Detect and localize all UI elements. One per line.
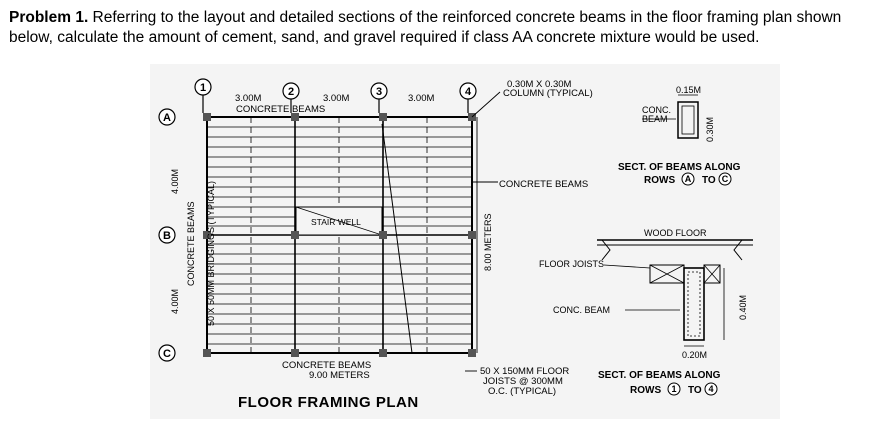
grid-col-2: 2: [288, 86, 294, 98]
section-1-caption-2: ROWS: [644, 175, 675, 186]
left-dim-1: 4.00M: [170, 169, 180, 194]
grid-bubbles: [158, 78, 477, 362]
problem-statement: Problem 1. Referring to the layout and d…: [9, 8, 879, 48]
right-beam-label: CONCRETE BEAMS: [499, 179, 588, 190]
wood-floor-label: WOOD FLOOR: [644, 228, 707, 238]
grid-row-a: A: [163, 112, 171, 124]
section-1-beam-label-1: CONC.: [642, 105, 671, 115]
section-1-bubble-from: [681, 172, 695, 186]
column-note-2: COLUMN (TYPICAL): [503, 88, 593, 99]
section-1-drawing: [642, 94, 699, 139]
section-2-from: 1: [671, 384, 676, 394]
bottom-beam-label-2: 9.00 METERS: [309, 370, 370, 381]
grid-row-b: B: [163, 230, 171, 242]
bridging-label: 50 X 50MM BRIDGINGS (TYPICAL): [206, 181, 216, 326]
joist-note-2: JOISTS @ 300MM: [483, 376, 563, 387]
section-2-caption-1: SECT. OF BEAMS ALONG: [598, 370, 721, 381]
plan-title: FLOOR FRAMING PLAN: [238, 394, 419, 411]
column-note-1: 0.30M X 0.30M: [507, 79, 572, 90]
span-2: 3.00M: [323, 93, 349, 104]
leader-lines: [465, 91, 501, 372]
floor-joists-label: FLOOR JOISTS: [539, 259, 604, 269]
section-2-bubble-from: [667, 382, 681, 396]
bottom-beam-label-1: CONCRETE BEAMS: [282, 360, 371, 371]
joist-note-1: 50 X 150MM FLOOR: [480, 366, 569, 377]
section-1-bubble-to: [718, 172, 732, 186]
section-1-width: 0.15M: [676, 85, 701, 95]
section-1-from: A: [685, 174, 692, 184]
section-1-beam-label-2: BEAM: [642, 114, 668, 124]
section-1-caption-to: TO: [702, 175, 716, 186]
grid-col-1: 1: [200, 82, 206, 94]
section-2-bubble-to: [704, 382, 718, 396]
problem-label: Problem 1.: [9, 9, 89, 26]
section-2-to: 4: [708, 384, 713, 394]
grid-row-c: C: [163, 348, 171, 360]
section-2-width: 0.20M: [682, 350, 707, 360]
section-2-height: 0.40M: [738, 295, 748, 320]
section-1-to: C: [722, 174, 729, 184]
span-3: 3.00M: [408, 93, 434, 104]
grid-col-4: 4: [465, 86, 472, 98]
vertical-dim: 8.00 METERS: [483, 213, 493, 271]
floor-plan-drawing: 1 2 3 4 A B C 3.00M 3.00M 3.00M CONCRETE…: [158, 78, 753, 411]
section-2-caption-2: ROWS: [630, 385, 661, 396]
grid-col-3: 3: [376, 86, 382, 98]
top-beam-label: CONCRETE BEAMS: [236, 104, 325, 115]
plan-frame: [203, 113, 476, 357]
conc-beam-label: CONC. BEAM: [553, 305, 610, 315]
section-1-height: 0.30M: [705, 117, 715, 142]
span-1: 3.00M: [235, 93, 261, 104]
section-1-caption-1: SECT. OF BEAMS ALONG: [618, 162, 741, 173]
stair-well-label: STAIR WELL: [311, 217, 361, 227]
section-2-caption-to: TO: [688, 385, 702, 396]
left-dim-2: 4.00M: [170, 289, 180, 314]
problem-text: Referring to the layout and detailed sec…: [9, 9, 842, 46]
left-beam-label: CONCRETE BEAMS: [186, 201, 196, 286]
section-2-drawing: [597, 239, 753, 347]
floor-plan-figure: 1 2 3 4 A B C 3.00M 3.00M 3.00M CONCRETE…: [150, 64, 780, 419]
joist-note-3: O.C. (TYPICAL): [488, 386, 556, 397]
